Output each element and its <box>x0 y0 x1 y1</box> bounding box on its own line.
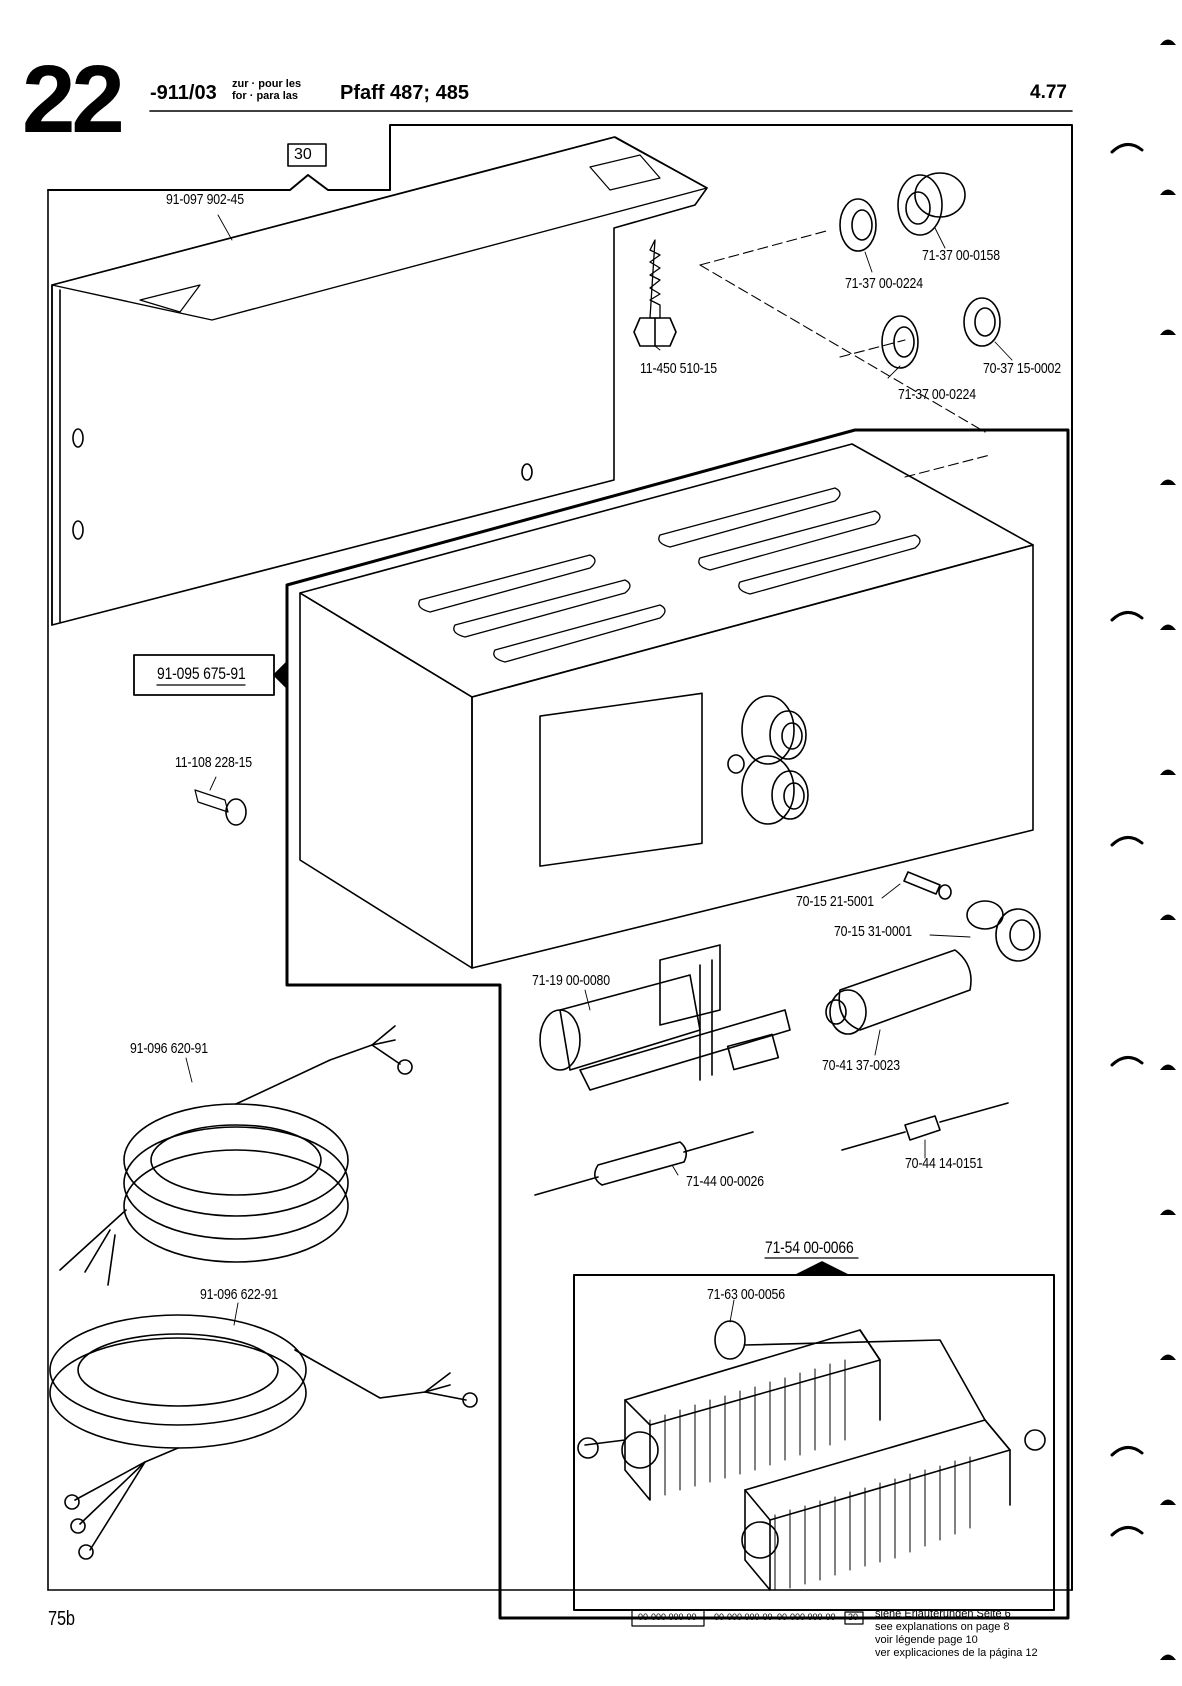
part-label: 71-37 00-0224 <box>898 386 976 403</box>
part-label: 71-37 00-0158 <box>922 247 1000 264</box>
part-label: 71-37 00-0224 <box>845 275 923 292</box>
part-label: 70-44 14-0151 <box>905 1155 983 1172</box>
capacitor <box>825 949 972 1035</box>
legend-plain-sample: 00-000 000-00 <box>777 1612 836 1622</box>
part-label: 11-108 228-15 <box>175 754 252 771</box>
part-label: 71-44 00-0026 <box>686 1173 764 1190</box>
part-label: 91-097 902-45 <box>166 191 244 208</box>
reference-box-label: 30 <box>294 146 312 163</box>
legend-ref-box: 30 <box>848 1612 859 1622</box>
relay <box>539 944 791 1091</box>
page-reference: 75b <box>48 1608 75 1630</box>
part-label: 70-15 21-5001 <box>796 893 874 910</box>
explanation-en: see explanations on page 8 <box>875 1621 1010 1633</box>
page-number: 22 <box>22 46 125 153</box>
wood-screw <box>633 239 677 347</box>
explanations: siehe Erläuterungen Seite 6 see explanat… <box>875 1608 1038 1660</box>
cable-glands <box>839 172 1001 369</box>
header-for-line-1: zur · pour les <box>232 78 302 90</box>
cable-lower <box>49 1314 478 1560</box>
part-label: 71-63 00-0056 <box>707 1286 785 1303</box>
unit-frame <box>285 428 1070 1620</box>
header-code: -911/03 <box>150 82 217 104</box>
part-label: 91-096 620-91 <box>130 1040 208 1057</box>
part-label: 70-15 31-0001 <box>834 923 912 940</box>
frame-outer <box>47 124 1073 1591</box>
part-label: 70-41 37-0023 <box>822 1057 900 1074</box>
fuse <box>903 871 952 900</box>
part-label: 71-19 00-0080 <box>532 972 610 989</box>
header-date: 4.77 <box>1030 82 1067 103</box>
explanation-es: ver explicaciones de la página 12 <box>875 1647 1038 1659</box>
housing-box <box>299 443 1034 969</box>
resistor-small <box>841 1102 1009 1151</box>
bracket-plate <box>51 136 708 626</box>
rectifier-assembly <box>577 1320 1046 1591</box>
sub-unit-label: 71-54 00-0066 <box>765 1238 854 1257</box>
rectifier-frame <box>573 1274 1055 1611</box>
fuse-holder <box>966 900 1041 962</box>
small-screw <box>194 789 247 826</box>
part-label: 91-096 622-91 <box>200 1286 278 1303</box>
legend-plain-sample: 00-000 000-00 <box>714 1612 773 1622</box>
explanation-de: siehe Erläuterungen Seite 6 <box>875 1608 1011 1620</box>
unit-box-label: 91-095 675-91 <box>157 664 246 683</box>
explanation-fr: voir légende page 10 <box>875 1634 978 1646</box>
header-model: Pfaff 487; 485 <box>340 82 469 104</box>
header-for-line-2: for · para las <box>232 90 299 102</box>
cable-upper <box>59 1025 413 1286</box>
part-label: 70-37 15-0002 <box>983 360 1061 377</box>
part-label: 11-450 510-15 <box>640 360 717 377</box>
resistor-large <box>534 1131 754 1196</box>
legend-box-sample: 00-000 000-00 <box>638 1612 697 1622</box>
